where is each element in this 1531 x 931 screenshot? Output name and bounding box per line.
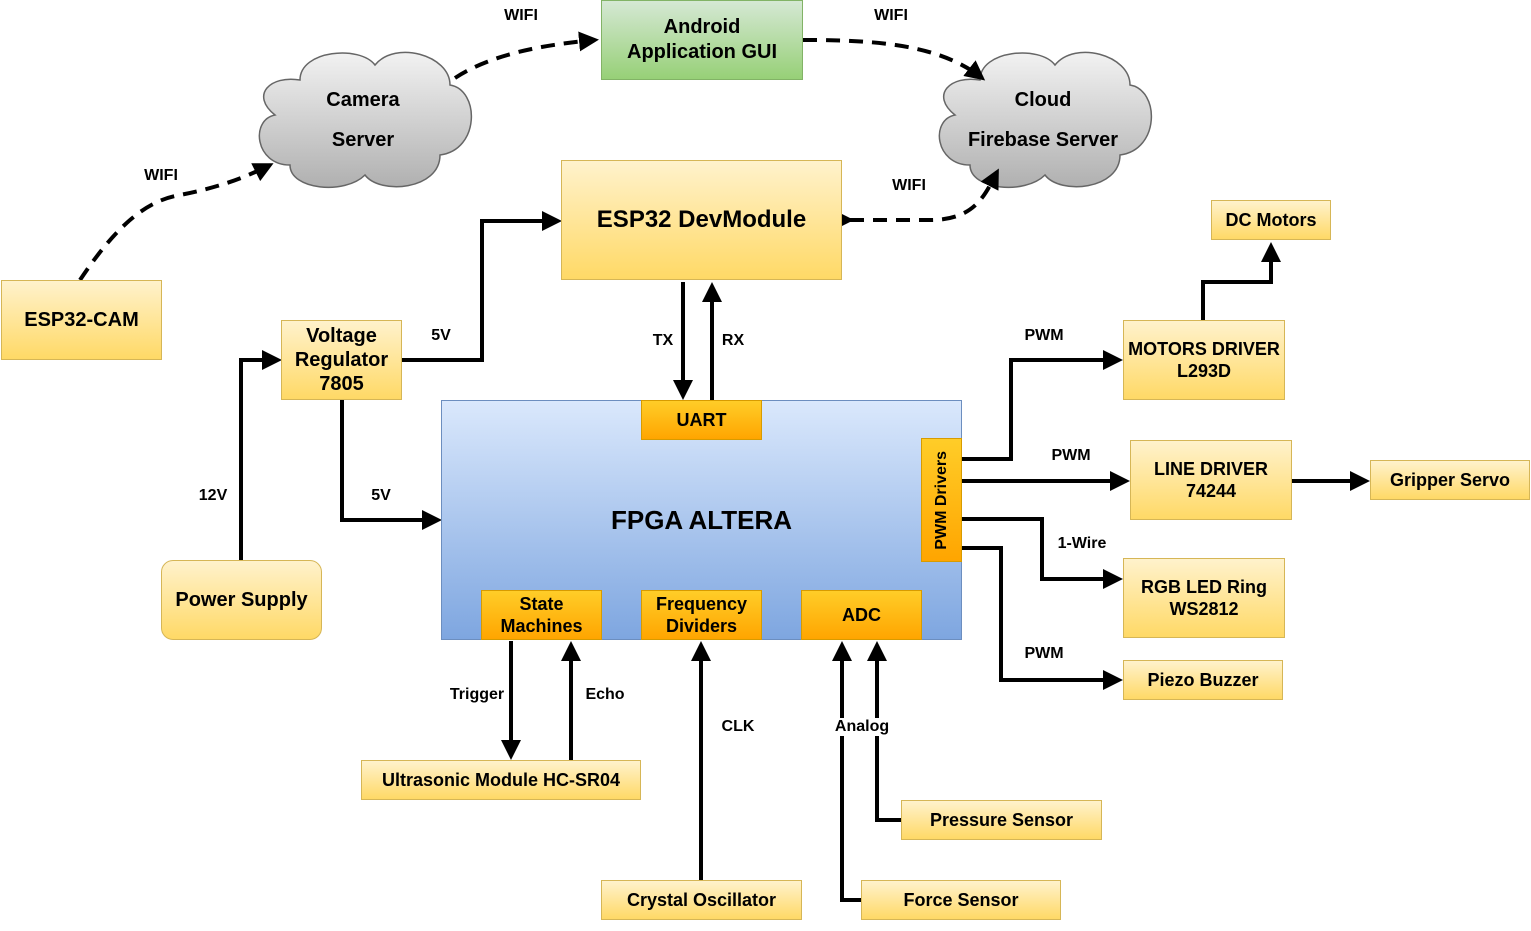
dc-motors-label: DC Motors (1225, 210, 1317, 230)
power-supply: Power Supply (161, 560, 322, 640)
motors-driver: MOTORS DRIVER L293D (1123, 320, 1285, 400)
wire-5v-to-fpga (340, 400, 442, 530)
voltage-regulator: Voltage Regulator 7805 (281, 320, 402, 400)
clk-label: CLK (721, 718, 755, 735)
wire-motors-to-dc (1201, 242, 1281, 320)
tx-label: TX (652, 332, 674, 349)
piezo-buzzer: Piezo Buzzer (1123, 660, 1283, 700)
pressure-sensor: Pressure Sensor (901, 800, 1102, 840)
pwm-label: PWM (1024, 645, 1064, 662)
state-machines-block: State Machines (481, 590, 602, 640)
frequency-dividers-block: Frequency Dividers (641, 590, 762, 640)
cloud-firebase-label: Cloud Firebase Server (968, 80, 1118, 160)
camera-server-line-2: Server (331, 129, 395, 151)
line-driver-line-2: 74244 (1185, 481, 1237, 501)
voltage-regulator-line-3: 7805 (319, 373, 364, 395)
piezo-buzzer-label: Piezo Buzzer (1147, 670, 1259, 690)
wire-force-analog (832, 641, 861, 902)
wire-1wire-rgb (962, 517, 1123, 589)
fpga-label: FPGA ALTERA (610, 505, 793, 535)
12v-label: 12V (198, 487, 228, 504)
trigger-label: Trigger (449, 686, 505, 703)
pwm-drivers-block: PWM Drivers (921, 438, 962, 562)
wifi-label: WIFI (874, 7, 908, 24)
rgb-led-line-2: WS2812 (1169, 599, 1239, 619)
1-wire-label: 1-Wire (1057, 535, 1107, 552)
wifi-link-esp32-cloud (834, 168, 999, 230)
pwm-label: PWM (1024, 327, 1064, 344)
wifi-link-android-to-cloud (802, 38, 986, 81)
esp32-cam-label: ESP32-CAM (24, 309, 139, 331)
motors-driver-line-1: MOTORS DRIVER (1128, 339, 1280, 359)
wire-pwm-motors (962, 350, 1123, 461)
rx-label: RX (721, 332, 745, 349)
android-gui-line-2: Application GUI (627, 41, 777, 63)
wire-12v (239, 350, 282, 560)
cloud-firebase-cloud (938, 51, 1152, 188)
voltage-regulator-line-1: Voltage (306, 325, 377, 347)
crystal-label: Crystal Oscillator (626, 890, 777, 910)
wifi-label: WIFI (144, 167, 178, 184)
esp32-devmodule: ESP32 DevModule (561, 160, 842, 280)
ultrasonic-label: Ultrasonic Module HC-SR04 (381, 770, 621, 790)
rgb-led-line-1: RGB LED Ring (1141, 577, 1267, 597)
android-gui-line-1: Android (663, 16, 741, 38)
state-machines-line-1: State (519, 594, 564, 614)
5v-label: 5V (431, 327, 451, 344)
analog-label: Analog (834, 718, 890, 736)
adc-block: ADC (801, 590, 922, 640)
voltage-regulator-line-2: Regulator (294, 349, 389, 371)
cloud-line-1: Cloud (1014, 89, 1072, 111)
ultrasonic-module: Ultrasonic Module HC-SR04 (361, 760, 641, 800)
pressure-label: Pressure Sensor (929, 810, 1074, 830)
cloud-line-2: Firebase Server (967, 129, 1119, 151)
esp32-devmodule-label: ESP32 DevModule (596, 206, 807, 233)
android-application-gui: Android Application GUI (601, 0, 803, 80)
rgb-led-ring: RGB LED Ring WS2812 (1123, 558, 1285, 638)
wire-pressure-analog (867, 641, 901, 822)
frequency-dividers-line-2: Dividers (665, 616, 738, 636)
crystal-oscillator: Crystal Oscillator (601, 880, 802, 920)
force-sensor: Force Sensor (861, 880, 1061, 920)
gripper-servo-label: Gripper Servo (1389, 470, 1511, 490)
adc-label: ADC (842, 605, 881, 625)
wire-pwm-piezo (962, 546, 1123, 690)
force-label: Force Sensor (903, 890, 1019, 910)
wifi-link-camera-server-to-android (453, 31, 599, 80)
wifi-label: WIFI (504, 7, 538, 24)
uart-block: UART (641, 400, 762, 440)
esp32-cam: ESP32-CAM (1, 280, 162, 360)
echo-label: Echo (585, 686, 625, 703)
camera-server-cloud (258, 51, 472, 188)
line-driver: LINE DRIVER 74244 (1130, 440, 1292, 520)
wifi-link-cam-to-camera-server (78, 163, 274, 282)
uart-label: UART (676, 410, 727, 430)
motors-driver-line-2: L293D (1176, 361, 1232, 381)
pwm-label: PWM (1051, 447, 1091, 464)
5v-label: 5V (371, 487, 391, 504)
wifi-label: WIFI (892, 177, 926, 194)
wire-5v-to-esp32 (402, 211, 562, 362)
camera-server-label: Camera Server (326, 80, 399, 160)
line-driver-line-1: LINE DRIVER (1153, 459, 1268, 479)
pwm-drivers-label: PWM Drivers (932, 450, 950, 550)
state-machines-line-2: Machines (500, 616, 583, 636)
camera-server-line-1: Camera (326, 89, 400, 111)
dc-motors: DC Motors (1211, 200, 1331, 240)
frequency-dividers-line-1: Frequency (655, 594, 748, 614)
power-supply-label: Power Supply (175, 589, 308, 611)
gripper-servo: Gripper Servo (1370, 460, 1530, 500)
